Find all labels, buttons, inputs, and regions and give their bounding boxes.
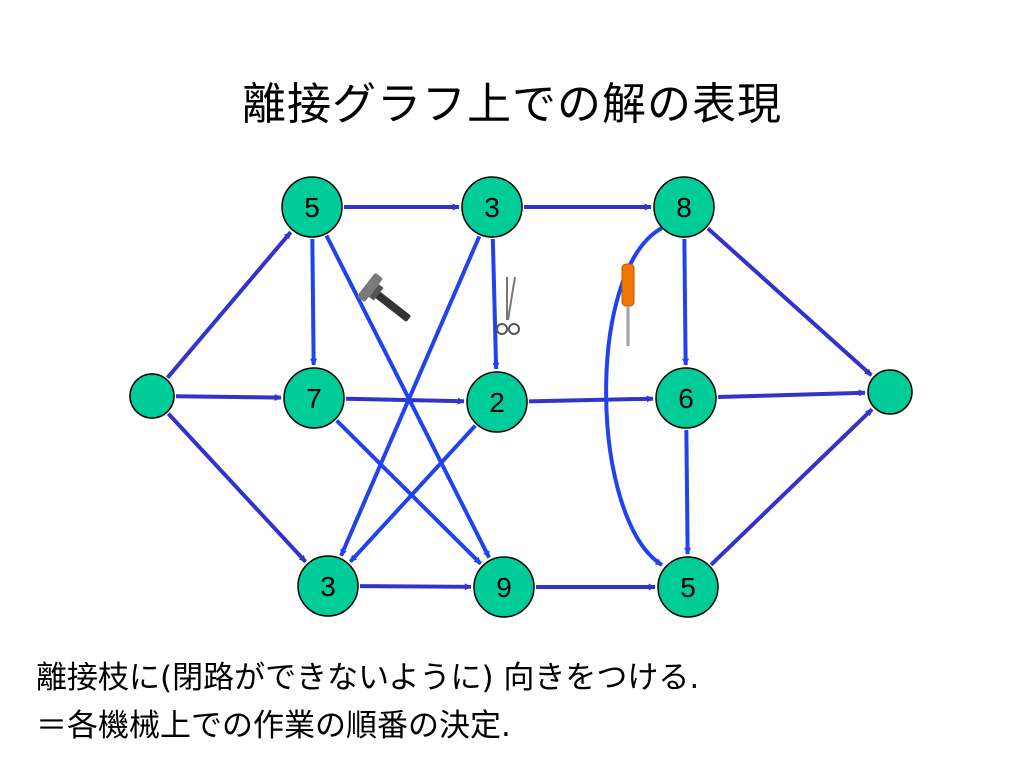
node-label: 6	[678, 383, 694, 414]
conjunctive-edge-n7-n2	[345, 396, 465, 405]
disjunctive-edge-n2-n3a	[348, 424, 477, 564]
conjunctive-edge-start-n3a	[166, 412, 308, 564]
caption-line-2: ＝各機械上での作業の順番の決定.	[36, 708, 511, 744]
node-label: 8	[676, 192, 692, 223]
disjunctive-graph: 5 7 3 3 2 9 8 6 5	[129, 176, 913, 618]
node-circle	[283, 367, 345, 429]
node-n5b: 5	[657, 556, 719, 618]
node-circle	[129, 373, 175, 419]
node-circle	[297, 555, 359, 617]
node-circle	[466, 371, 528, 433]
conjunctive-edge-n6-end	[717, 389, 866, 400]
node-circle	[461, 176, 523, 238]
node-n3a: 3	[297, 555, 359, 617]
node-circle	[281, 176, 343, 238]
node-n2: 2	[466, 371, 528, 433]
conjunctive-edge-start-n5a	[165, 230, 293, 379]
node-label: 2	[489, 387, 505, 418]
node-start	[129, 373, 175, 419]
disjunctive-edge-n7-n9	[335, 419, 483, 566]
node-n6: 6	[655, 367, 717, 429]
disjunctive-edge-n3b-n2	[490, 238, 500, 370]
node-label: 5	[304, 192, 320, 223]
conjunctive-edge-n3a-n9	[359, 583, 472, 591]
conjunctive-edge-n5b-end	[709, 407, 874, 567]
scissors-icon	[496, 276, 520, 335]
node-label: 3	[484, 192, 500, 223]
node-circle	[473, 556, 535, 618]
node-n5a: 5	[281, 176, 343, 238]
node-n3b: 3	[461, 176, 523, 238]
page-title: 離接グラフ上での解の表現	[242, 79, 782, 130]
node-n7: 7	[283, 367, 345, 429]
disjunctive-edge-n5a-n9	[324, 234, 491, 559]
disjunctive-edge-n8-n6	[682, 238, 690, 366]
disjunctive-edge-n3b-n3a	[339, 235, 482, 557]
conjunctive-edge-n2-n6	[528, 395, 654, 404]
node-circle	[867, 369, 913, 415]
node-n9: 9	[473, 556, 535, 618]
disjunctive-edge-n6-n5b	[684, 429, 692, 555]
conjunctive-edge-n8-end	[706, 226, 873, 377]
node-label: 5	[680, 572, 696, 603]
node-circle	[655, 367, 717, 429]
hammer-icon	[357, 273, 411, 322]
node-n8: 8	[653, 176, 715, 238]
node-label: 7	[306, 383, 322, 414]
disjunctive-edge-n5a-n7	[310, 238, 318, 366]
node-circle	[653, 176, 715, 238]
conjunctive-edge-start-n7	[175, 394, 282, 402]
node-label: 3	[320, 571, 336, 602]
node-end	[867, 369, 913, 415]
node-label: 9	[496, 572, 512, 603]
caption-line-1: 離接枝に(閉路ができないように) 向きをつける.	[36, 660, 700, 696]
node-circle	[657, 556, 719, 618]
screwdriver-icon	[621, 263, 635, 346]
edges-layer	[165, 203, 874, 591]
disjunctive-edge-n8-n5b	[604, 226, 664, 567]
nodes-layer: 5 7 3 3 2 9 8 6 5	[129, 176, 913, 618]
